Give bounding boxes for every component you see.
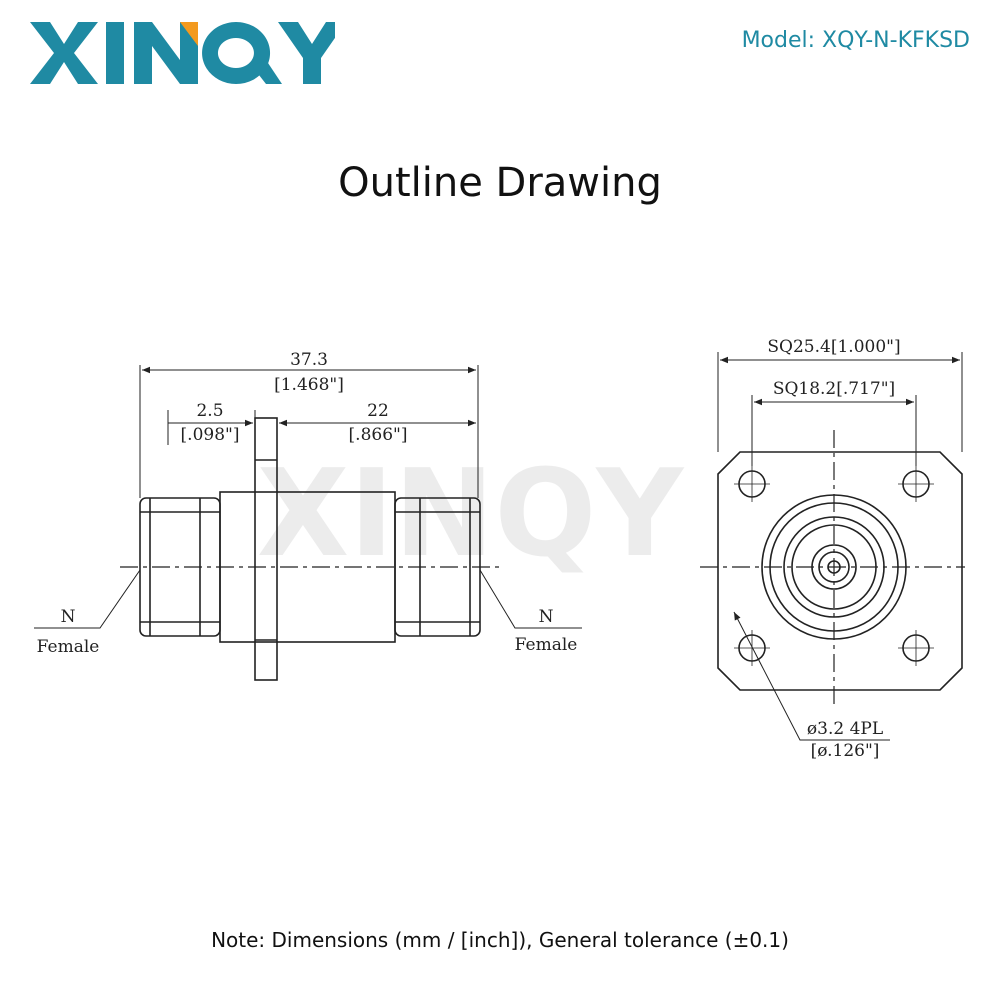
watermark-text: XINQY [257, 445, 686, 584]
brand-logo [30, 22, 335, 84]
right-label-gender: Female [515, 635, 578, 655]
dim-overall-length: 37.3 [290, 350, 328, 370]
square-flange [717, 451, 963, 691]
dim-flange-square: SQ25.4[1.000"] [767, 337, 900, 357]
side-view [34, 365, 582, 681]
front-view [700, 352, 965, 741]
dim-flange-to-end-inch: [.866"] [349, 425, 408, 445]
dim-hole-diameter-inch: [ø.126"] [811, 741, 880, 761]
mounting-holes [734, 466, 934, 666]
model-value: XQY-N-KFKSD [822, 28, 970, 53]
dim-hole-diameter: ø3.2 4PL [807, 719, 883, 739]
flange [254, 417, 278, 681]
left-label-type: N [61, 607, 76, 627]
model-prefix: Model: [741, 28, 816, 53]
dim-flange-thickness: 2.5 [196, 401, 223, 421]
page-title: Outline Drawing [338, 160, 662, 206]
right-label-type: N [539, 607, 554, 627]
left-label-gender: Female [37, 637, 100, 657]
dim-flange-thickness-inch: [.098"] [181, 425, 240, 445]
model-label: Model: XQY-N-KFKSD [742, 28, 970, 53]
dim-flange-to-end: 22 [367, 401, 389, 421]
dim-overall-length-inch: [1.468"] [274, 375, 344, 395]
dim-hole-spacing: SQ18.2[.717"] [773, 379, 895, 399]
dimension-note: Note: Dimensions (mm / [inch]), General … [211, 928, 789, 952]
